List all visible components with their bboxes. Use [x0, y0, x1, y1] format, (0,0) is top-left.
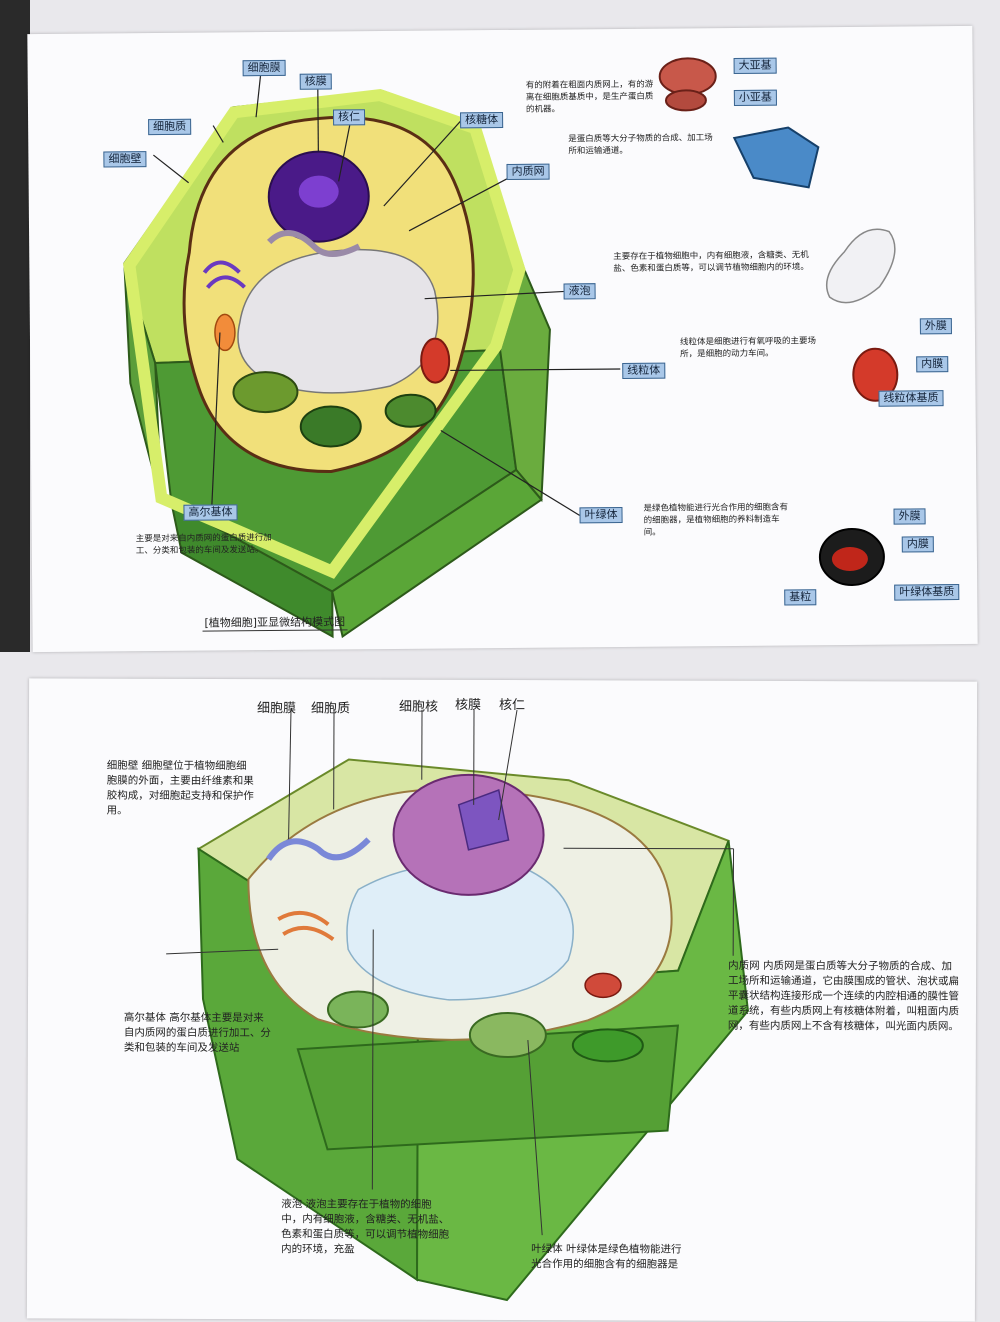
label-cell-membrane: 细胞膜 [243, 60, 286, 76]
label-nucleus-2: 细胞核 [399, 696, 438, 715]
label-cytoplasm-2: 细胞质 [311, 697, 350, 716]
label-chl-stroma: 叶绿体基质 [894, 584, 959, 601]
note-chloroplast: 是绿色植物能进行光合作用的细胞含有的细胞器，是植物细胞的养料制造车间。 [643, 501, 793, 538]
note-chloroplast-2: 叶绿体 叶绿体是绿色植物能进行光合作用的细胞含有的细胞器是 [531, 1242, 691, 1273]
label-mito-inner: 内膜 [916, 356, 948, 372]
label-nucleolus-2: 核仁 [499, 694, 525, 713]
label-er: 内质网 [506, 164, 549, 180]
label-nuclear-membrane: 核膜 [300, 73, 332, 89]
note-vacuole-2: 液泡 液泡主要存在于植物的细胞中，内有细胞液，含糖类、无机盐、色素和蛋白质等，可… [281, 1197, 451, 1258]
label-grana: 基粒 [784, 589, 816, 605]
label-vacuole: 液泡 [564, 283, 596, 299]
plant-cell-diagram-sheet-2: 细胞膜 细胞质 细胞核 核膜 核仁 细胞壁 细胞壁位于植物细胞细胞膜的外面，主要… [27, 678, 977, 1321]
label-nuclear-membrane-2: 核膜 [455, 694, 481, 713]
label-ribosome: 核糖体 [460, 112, 503, 128]
label-large-subunit: 大亚基 [734, 58, 777, 74]
label-mito-matrix: 线粒体基质 [878, 390, 943, 407]
label-nucleolus: 核仁 [333, 109, 365, 125]
label-chl-inner: 内膜 [902, 536, 934, 552]
label-chl-outer: 外膜 [893, 508, 925, 524]
label-chloroplast: 叶绿体 [579, 507, 622, 523]
note-ribosome: 有的附着在粗面内质网上，有的游离在细胞质基质中，是生产蛋白质的机器。 [526, 79, 656, 116]
note-golgi: 主要是对来自内质网的蛋白质进行加工、分类和包装的车间及发送站。 [136, 532, 281, 557]
note-er-2: 内质网 内质网是蛋白质等大分子物质的合成、加工场所和运输通道，它由膜围成的管状、… [728, 959, 960, 1035]
note-vacuole: 主要存在于植物细胞中，内有细胞液，含糖类、无机盐、色素和蛋白质等，可以调节植物细… [613, 249, 813, 275]
label-small-subunit: 小亚基 [734, 90, 777, 106]
label-golgi: 高尔基体 [183, 504, 237, 520]
label-cytoplasm: 细胞质 [148, 119, 191, 135]
note-mitochondria: 线粒体是细胞进行有氧呼吸的主要场所，是细胞的动力车间。 [680, 335, 820, 360]
note-golgi-2: 高尔基体 高尔基体主要是对来自内质网的蛋白质进行加工、分类和包装的车间及发送站 [124, 1011, 274, 1057]
plant-cell-diagram-sheet-1: 细胞膜 核膜 核仁 细胞质 细胞壁 核糖体 内质网 液泡 线粒体 高尔基体 叶绿… [27, 26, 977, 652]
photo-background-edge [0, 0, 30, 652]
note-er: 是蛋白质等大分子物质的合成、加工场所和运输通道。 [568, 132, 718, 157]
note-cell-wall-2: 细胞壁 细胞壁位于植物细胞细胞膜的外面，主要由纤维素和果胶构成，对细胞起支持和保… [107, 759, 257, 820]
label-mito-outer: 外膜 [920, 318, 952, 334]
label-cell-membrane-2: 细胞膜 [257, 697, 296, 716]
label-cell-wall: 细胞壁 [103, 151, 146, 167]
label-mitochondria: 线粒体 [622, 363, 665, 379]
diagram-title: [植物细胞]亚显微结构模式图 [202, 613, 347, 631]
